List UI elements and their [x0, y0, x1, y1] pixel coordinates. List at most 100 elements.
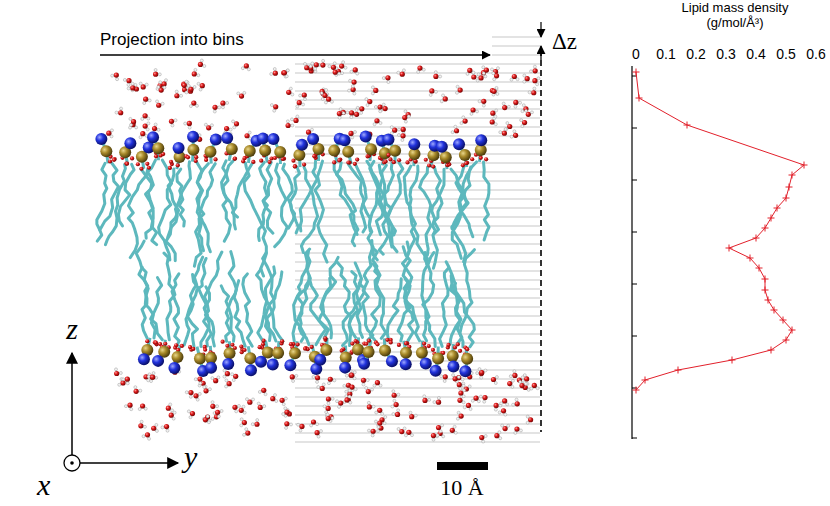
- hydrogen-atom: [533, 87, 536, 90]
- hydrogen-atom: [522, 104, 525, 107]
- oxygen-atom: [188, 390, 193, 395]
- hydrogen-atom: [470, 112, 473, 115]
- oxygen-atom: [337, 158, 341, 162]
- hydrogen-atom: [197, 82, 200, 85]
- hydrogen-atom: [477, 73, 480, 76]
- hydrogen-atom: [498, 411, 501, 414]
- hydrogen-atom: [528, 91, 531, 94]
- hydrogen-atom: [494, 115, 497, 118]
- hydrogen-atom: [366, 104, 369, 107]
- water-molecule: [326, 413, 334, 421]
- hydrogen-atom: [195, 104, 198, 107]
- hydrogen-atom: [155, 429, 158, 432]
- water-molecule: [197, 82, 205, 91]
- oxygen-atom: [454, 128, 459, 133]
- data-marker: [756, 265, 763, 272]
- water-molecule: [142, 432, 151, 440]
- z-axis-arrow: [71, 353, 73, 455]
- oxygen-atom: [479, 435, 484, 440]
- hydrogen-atom: [381, 412, 384, 415]
- hydrogen-atom: [471, 399, 474, 402]
- nitrogen-atom: [168, 362, 180, 374]
- lipid-tail: [243, 274, 252, 346]
- oxygen-atom: [239, 408, 244, 413]
- hydrogen-atom: [196, 398, 199, 401]
- oxygen-atom: [397, 158, 401, 162]
- hydrogen-atom: [466, 72, 469, 75]
- oxygen-atom: [315, 375, 320, 380]
- hydrogen-atom: [189, 105, 192, 108]
- hydrogen-atom: [304, 98, 307, 101]
- water-molecule: [397, 69, 406, 77]
- hydrogen-atom: [273, 109, 276, 112]
- hydrogen-atom: [290, 423, 293, 426]
- water-molecule: [185, 390, 193, 398]
- oxygen-atom: [130, 156, 134, 160]
- water-molecule: [187, 84, 196, 92]
- hydrogen-atom: [284, 397, 287, 400]
- water-molecule: [151, 423, 158, 432]
- bin-line: [295, 307, 540, 308]
- oxygen-atom: [456, 342, 460, 346]
- water-molecule: [350, 67, 359, 75]
- water-molecule: [471, 396, 480, 403]
- hydrogen-atom: [507, 105, 510, 108]
- oxygen-atom: [361, 378, 366, 383]
- hydrogen-atom: [351, 136, 354, 139]
- hydrogen-atom: [247, 68, 250, 71]
- lipid-tail: [221, 286, 234, 342]
- hydrogen-atom: [342, 61, 345, 64]
- oxygen-atom: [134, 389, 139, 394]
- water-molecule: [440, 94, 448, 103]
- hydrogen-atom: [354, 131, 357, 134]
- hydrogen-atom: [443, 380, 446, 383]
- nitrogen-atom: [459, 365, 471, 377]
- phosphorus-atom: [389, 145, 401, 157]
- hydrogen-atom: [169, 403, 172, 406]
- hydrogen-atom: [479, 395, 482, 398]
- hydrogen-atom: [292, 380, 295, 383]
- water-molecule: [471, 71, 479, 79]
- lipid-head: [239, 344, 257, 376]
- oxygen-atom: [311, 419, 316, 424]
- water-molecule: [159, 79, 168, 87]
- water-molecule: [129, 117, 136, 126]
- hydrogen-atom: [240, 418, 243, 421]
- nitrogen-atom: [124, 137, 136, 149]
- hydrogen-atom: [295, 374, 298, 377]
- hydrogen-atom: [459, 387, 462, 390]
- oxygen-atom: [394, 402, 399, 407]
- water-molecule: [290, 115, 298, 123]
- water-molecule: [452, 374, 461, 382]
- lipid-tail: [355, 263, 364, 337]
- oxygen-atom: [203, 348, 207, 352]
- axis-tick: [632, 438, 637, 439]
- oxygen-atom: [531, 90, 536, 95]
- hydrogen-atom: [422, 68, 425, 71]
- phosphorus-atom: [363, 346, 375, 358]
- bin-line: [295, 433, 540, 434]
- lipid-head: [168, 142, 186, 170]
- lipid-tail: [372, 248, 385, 339]
- water-molecule: [270, 104, 278, 113]
- hydrogen-atom: [371, 92, 374, 95]
- lipid-tail: [194, 164, 208, 267]
- hydrogen-atom: [379, 110, 382, 113]
- nitrogen-atom: [152, 355, 164, 367]
- oxygen-atom: [124, 162, 128, 166]
- oxygen-atom: [482, 395, 487, 400]
- hydrogen-atom: [252, 398, 255, 401]
- water-molecule: [169, 411, 176, 420]
- water-molecule: [241, 63, 250, 71]
- bin-line: [295, 262, 540, 263]
- hydrogen-atom: [256, 419, 259, 422]
- water-molecule: [156, 100, 165, 108]
- data-marker: [762, 225, 769, 232]
- oxygen-atom: [259, 159, 263, 163]
- hydrogen-atom: [311, 62, 314, 65]
- hydrogen-atom: [393, 399, 396, 402]
- data-marker: [780, 317, 787, 324]
- hydrogen-atom: [282, 403, 285, 406]
- hydrogen-atom: [353, 377, 356, 380]
- bin-line: [295, 127, 540, 128]
